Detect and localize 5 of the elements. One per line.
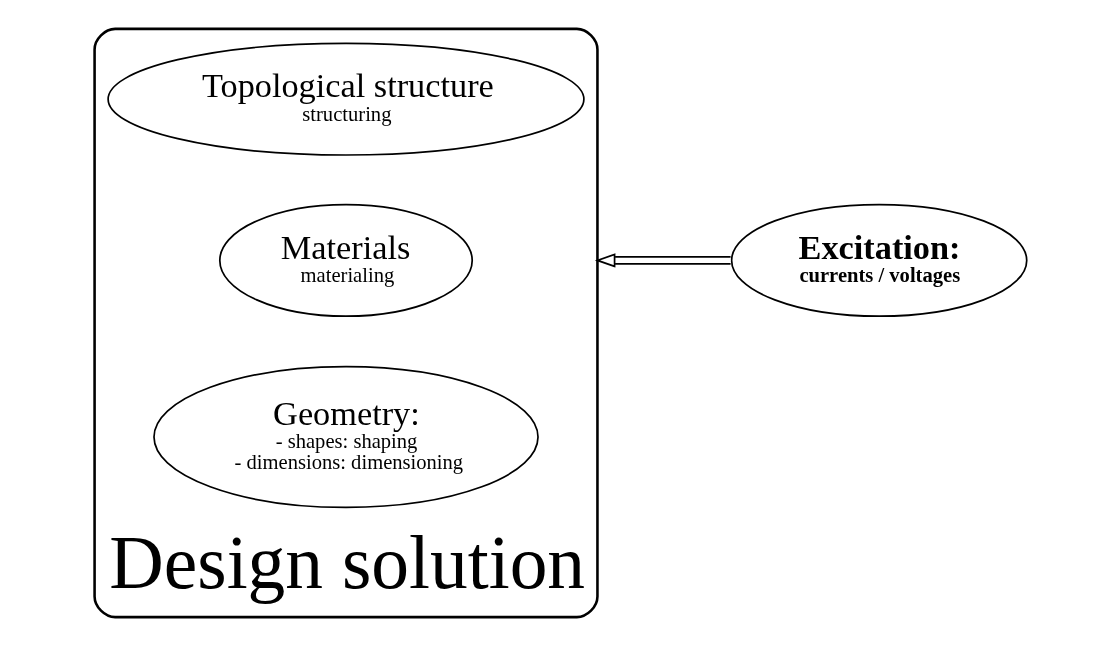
node-ellipse: Materials materialing (218, 203, 473, 318)
node-ellipse: Topological structure structuring (106, 42, 585, 156)
node-ellipse: Excitation: currents / voltages (730, 203, 1028, 318)
node-ellipse: Geometry: - shapes: shaping - dimensions: dimensioning (152, 365, 539, 509)
arrow (594, 253, 731, 268)
